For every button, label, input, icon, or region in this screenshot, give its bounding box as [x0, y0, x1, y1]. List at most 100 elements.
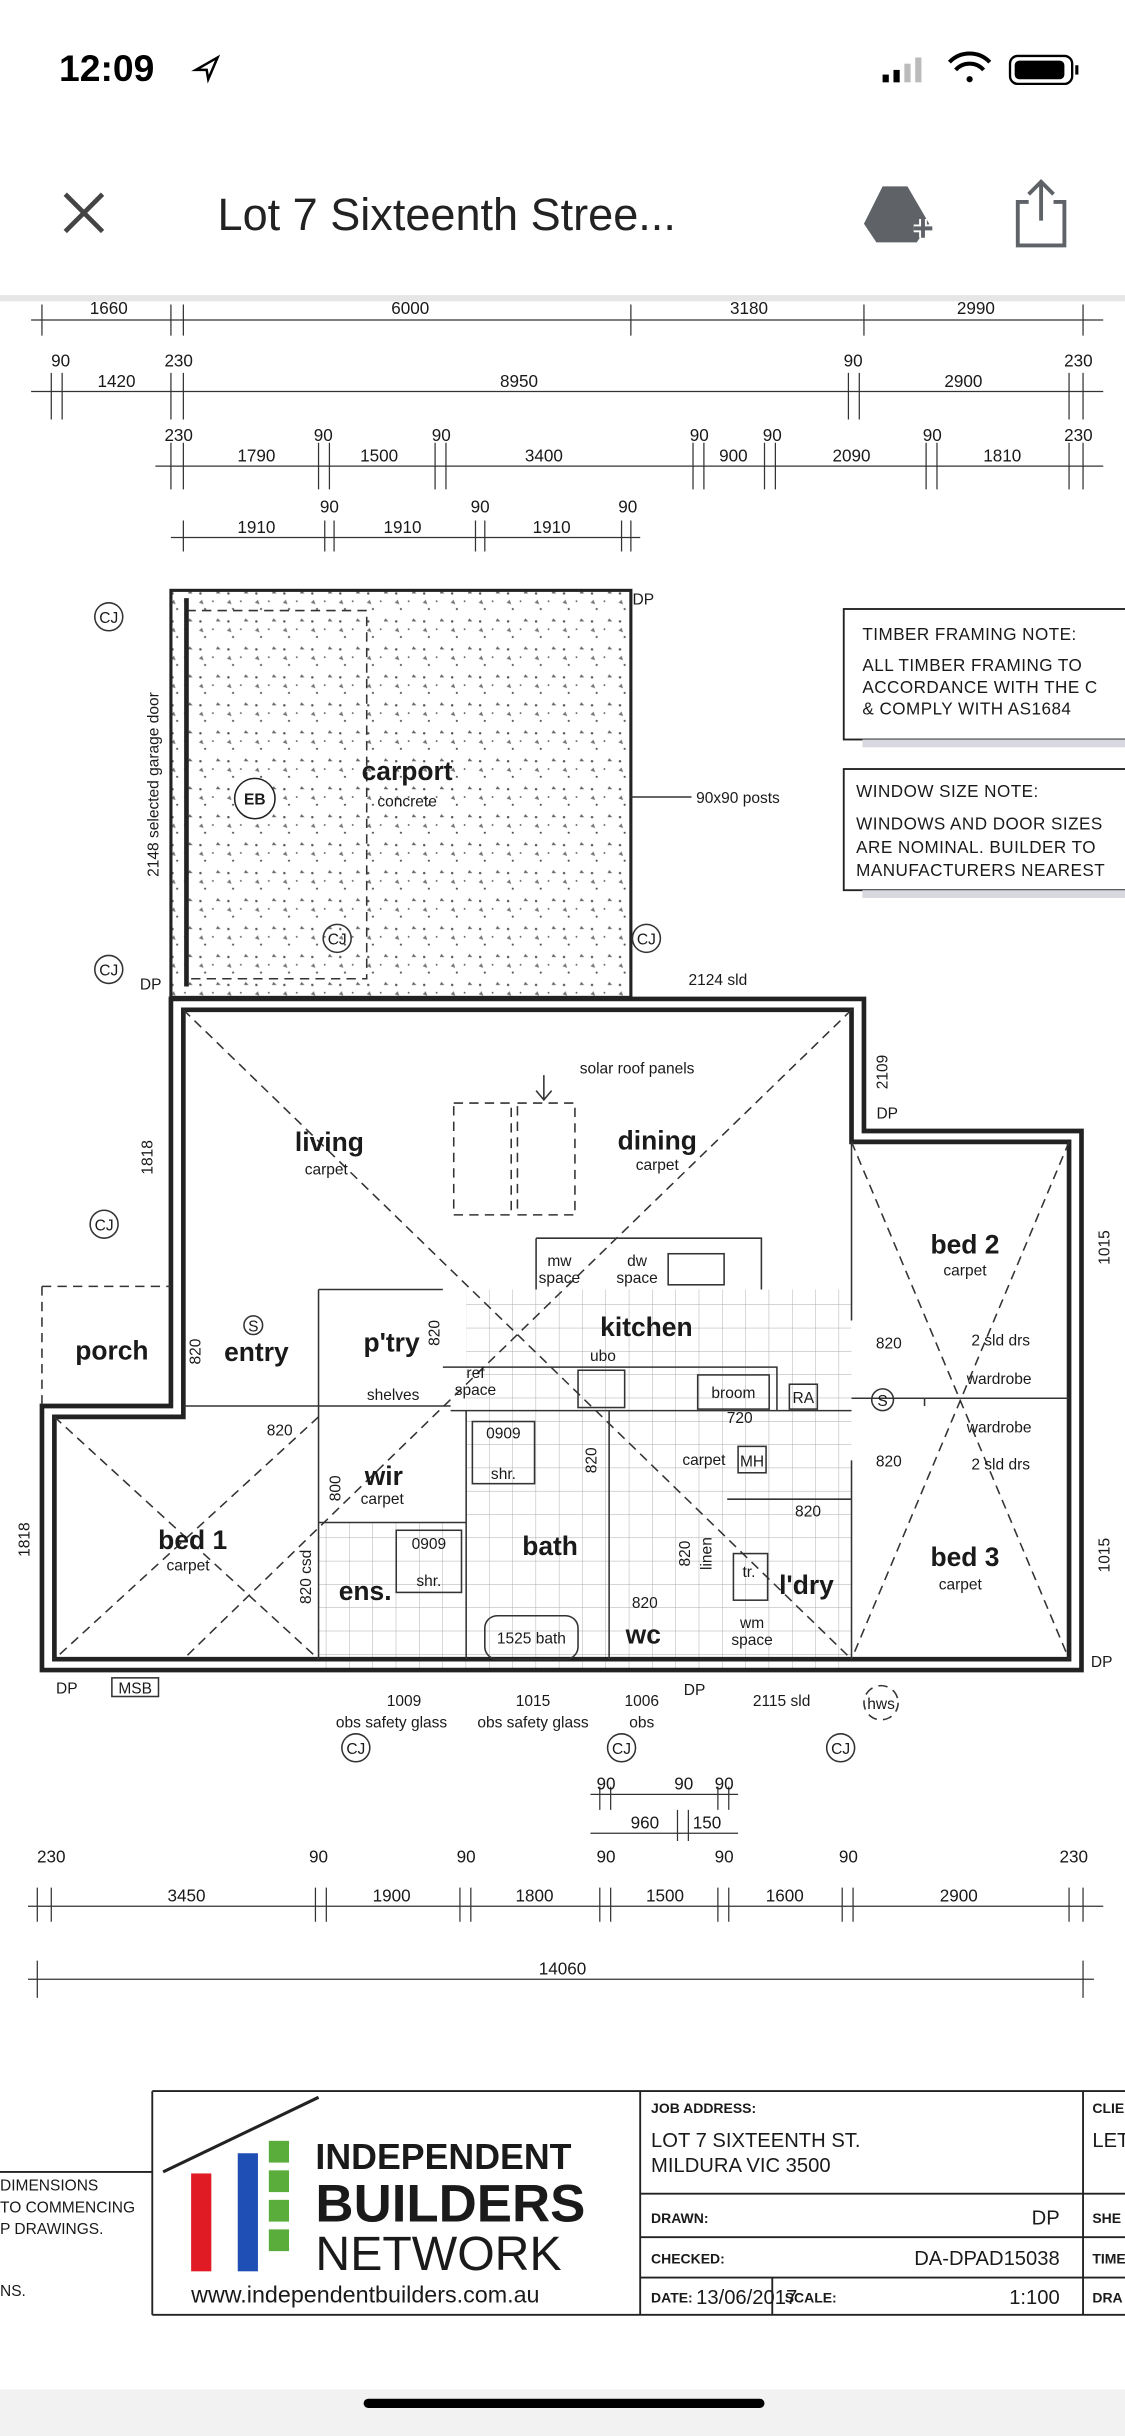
dim-label: 1810 — [983, 446, 1021, 465]
dp-label: DP — [140, 977, 162, 994]
cj-marker: CJ — [612, 1741, 631, 1758]
job-address-line: MILDURA VIC 3500 — [651, 2155, 831, 2177]
dining-floor: carpet — [636, 1157, 680, 1174]
dim-label: 6000 — [391, 299, 429, 318]
dim-label: 2900 — [944, 372, 982, 391]
dim-label: 900 — [719, 446, 748, 465]
room-label-dining: dining — [618, 1126, 697, 1156]
manhole-label: MH — [740, 1454, 764, 1471]
dw-label: dw — [627, 1253, 648, 1270]
logo-line: INDEPENDENT — [315, 2137, 571, 2177]
dim-label: 3400 — [525, 446, 563, 465]
dim-label: 90 — [471, 498, 490, 517]
bottom-bar — [0, 2389, 1125, 2436]
door-width: 820 — [187, 1338, 204, 1364]
posts-label: 90x90 posts — [696, 790, 780, 807]
note-title: WINDOW SIZE NOTE: — [856, 782, 1039, 801]
floor-plan: 1660 6000 3180 2990 90 1420 230 8950 90 … — [0, 299, 1125, 2316]
scale-label: SCALE: — [785, 2289, 837, 2305]
dim-label: 230 — [1064, 426, 1093, 445]
garage-door-label: 2148 selected garage door — [145, 692, 162, 877]
dim-label: 3450 — [167, 1887, 205, 1906]
ubo-label: ubo — [590, 1348, 616, 1365]
scale-value: 1:100 — [1009, 2287, 1060, 2309]
share-button[interactable] — [1015, 179, 1067, 248]
linen-label: linen — [699, 1537, 716, 1570]
room-label-wir: wir — [364, 1461, 403, 1491]
door-width: 820 — [427, 1320, 444, 1346]
dp-label: DP — [56, 1680, 78, 1697]
sliding-doors-label: 2 sld drs — [971, 1457, 1030, 1474]
door-width: 720 — [727, 1410, 753, 1427]
close-button[interactable] — [63, 192, 105, 234]
dim-label: 90 — [597, 1848, 616, 1867]
smoke-detector: S — [877, 1393, 887, 1410]
add-to-drive-button[interactable] — [863, 186, 933, 243]
dim-label: 90 — [923, 426, 942, 445]
dim-label: 1910 — [383, 518, 421, 537]
client-label: CLIE — [1092, 2100, 1124, 2116]
room-label-bed1: bed 1 — [158, 1525, 227, 1555]
wm-label: wm — [739, 1615, 764, 1632]
eb-marker: EB — [244, 792, 266, 809]
window-label: 1818 — [17, 1522, 34, 1557]
dim-label: 3180 — [730, 299, 768, 318]
checked-value: DA-DPAD15038 — [914, 2248, 1060, 2270]
dim-label: 2900 — [940, 1887, 978, 1906]
room-label-laundry: l'dry — [779, 1570, 834, 1600]
room-label-living: living — [295, 1127, 364, 1157]
date-value: 13/06/2017 — [696, 2287, 797, 2309]
dim-label: 90 — [690, 426, 709, 445]
home-indicator[interactable] — [363, 2398, 765, 2409]
date-label: DATE: — [651, 2289, 693, 2305]
note-line: MANUFACTURERS NEAREST — [856, 861, 1105, 880]
logo-line: BUILDERS — [315, 2175, 585, 2234]
bed2-floor: carpet — [943, 1262, 987, 1279]
dim-label: 1500 — [646, 1887, 684, 1906]
dim-label: 2090 — [833, 446, 871, 465]
dimension-labels: 1660 6000 3180 2990 90 1420 230 8950 90 … — [37, 299, 1093, 1979]
door-width: 820 — [795, 1503, 821, 1520]
shower-size: 0909 — [412, 1536, 447, 1553]
window-labels: 2124 sld 2109 DP 1818 1818 1015 1015 DP … — [17, 972, 1114, 1732]
left-note-line: NS. — [0, 2283, 26, 2300]
location-arrow-icon — [191, 54, 221, 84]
dimension-lines — [27, 304, 1104, 1998]
status-bar: 12:09 — [59, 47, 1079, 89]
window-label: 1006 — [624, 1693, 659, 1710]
dim-label: 230 — [1059, 1848, 1088, 1867]
wardrobe-label: wardrobe — [966, 1371, 1032, 1388]
left-note-line: DIMENSIONS — [0, 2178, 98, 2195]
window-label: 2124 sld — [689, 972, 748, 989]
dim-label: 90 — [618, 498, 637, 517]
dim-label: 90 — [457, 1848, 476, 1867]
room-label-pantry: p'try — [363, 1328, 419, 1358]
dim-label: 90 — [715, 1775, 734, 1794]
dp-label: DP — [633, 591, 655, 608]
cj-marker: CJ — [99, 610, 118, 627]
dim-label: 1900 — [373, 1887, 411, 1906]
window-label: 1015 — [516, 1693, 551, 1710]
door-width: 820 — [876, 1454, 902, 1471]
dim-label: 90 — [763, 426, 782, 445]
note-line: ARE NOMINAL. BUILDER TO — [856, 838, 1096, 857]
company-logo: INDEPENDENT BUILDERS NETWORK www.indepen… — [162, 2095, 585, 2307]
app-header: Lot 7 Sixteenth Stree... — [0, 179, 1125, 302]
door-width: 820 — [584, 1447, 601, 1473]
door-width: 820 — [267, 1423, 293, 1440]
dim-label: 1790 — [237, 446, 275, 465]
share-icon — [1015, 179, 1067, 248]
ref-label: ref — [466, 1365, 485, 1382]
dim-label: 960 — [631, 1814, 660, 1833]
job-address-line: LOT 7 SIXTEENTH ST. — [651, 2130, 860, 2152]
room-label-kitchen: kitchen — [600, 1312, 692, 1342]
dim-label: 1600 — [766, 1887, 804, 1906]
window-label: 1015 — [1096, 1230, 1113, 1265]
window-label: 1009 — [387, 1693, 422, 1710]
window-label: 1818 — [139, 1140, 156, 1175]
trough-label: tr. — [742, 1564, 755, 1581]
shower-size: 0909 — [486, 1426, 521, 1443]
ref-space: space — [455, 1382, 496, 1399]
msb-label: MSB — [118, 1680, 152, 1697]
room-label-porch: porch — [75, 1335, 148, 1365]
